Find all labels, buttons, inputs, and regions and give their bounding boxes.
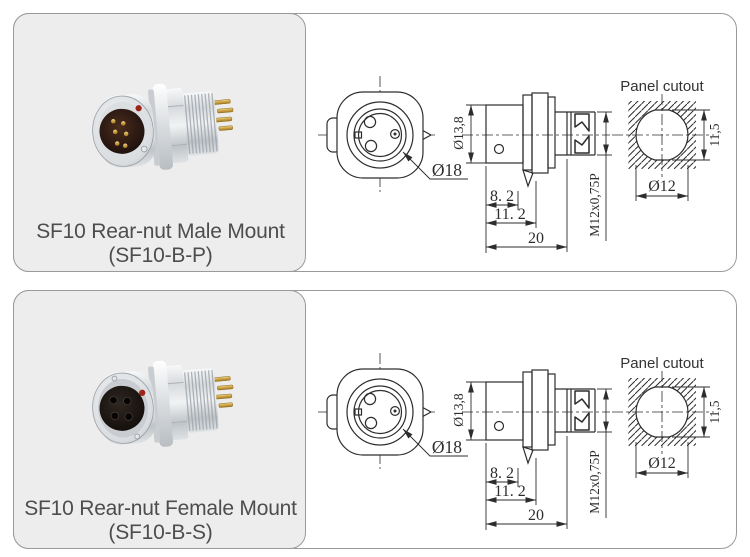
cutout-height-label: 11,5 [707, 400, 722, 423]
pin-recess [99, 108, 145, 154]
product-code: (SF10-B-S) [108, 521, 213, 544]
photo-panel: SF10 Rear-nut Male Mount (SF10-B-P) [13, 13, 306, 272]
female-connector-render [92, 360, 234, 447]
vent-hole [493, 420, 505, 432]
side-screw-top [111, 375, 118, 382]
rear-nut-claw-bottom [574, 135, 590, 154]
photo-panel: SF10 Rear-nut Female Mount (SF10-B-S) [13, 290, 306, 549]
thread-ridges [183, 369, 218, 431]
panel-cutout-view: Panel cutout Ø12 11,5 [612, 78, 722, 201]
product-photo-female [92, 360, 234, 447]
panel-cutout-view: Panel cutout Ø12 11,5 [612, 355, 722, 478]
thread-spec-label: M12x0,75P [587, 173, 602, 236]
flange-tab [522, 446, 534, 465]
male-connector-render [92, 83, 234, 170]
mounting-flange [531, 92, 549, 174]
cutout-hole [635, 109, 689, 161]
rear-nut-claw-bottom [574, 412, 590, 431]
connector-body-outline [336, 91, 424, 179]
panel-cutout-label: Panel cutout [620, 355, 704, 372]
dim-total-label: 20 [528, 507, 544, 524]
solder-pins [212, 376, 234, 408]
body-diameter-label: Ø13,8 [451, 116, 466, 150]
drawing-area: Ø18 Ø13,8 M [310, 290, 737, 547]
diameter-leader-line [402, 428, 468, 457]
technical-drawing: Ø18 Ø13,8 M [318, 353, 722, 530]
flange-disc [152, 83, 173, 170]
cutout-diameter-label: Ø12 [648, 455, 676, 472]
cutout-hole [635, 386, 689, 438]
side-view-dimensions: Ø13,8 M12x0,75P 8. 2 11. 2 20 [451, 381, 612, 530]
key-notch [354, 408, 363, 416]
key-notch [354, 131, 363, 139]
side-view [462, 92, 610, 188]
cutout-diameter-label: Ø12 [648, 178, 676, 195]
socket-insert [99, 385, 145, 431]
flange-disc [152, 360, 173, 447]
thread-ridges [183, 92, 218, 154]
product-title-block: SF10 Rear-nut Male Mount (SF10-B-P) [14, 220, 307, 268]
pin-3 [389, 405, 400, 416]
dim-body-flange-label: 11. 2 [494, 206, 525, 223]
orientation-dot [139, 389, 146, 396]
connector-body-outline [336, 368, 424, 456]
technical-drawing: Ø18 Ø13,8 M [318, 76, 722, 253]
mounting-flange [531, 369, 549, 451]
body-diameter-label: Ø13,8 [451, 393, 466, 427]
diameter-leader-line [402, 151, 468, 180]
panel-hatching [628, 378, 696, 446]
front-view: Ø18 [318, 353, 468, 469]
side-screw-bottom [134, 433, 141, 440]
rear-nut-claw-top [574, 390, 590, 409]
panel-hatching [628, 101, 696, 169]
product-card-male: SF10 Rear-nut Male Mount (SF10-B-P) Ø1 [13, 13, 737, 272]
product-title: SF10 Rear-nut Female Mount [24, 497, 297, 520]
pin-1 [363, 392, 377, 406]
dim-total-label: 20 [528, 230, 544, 247]
product-title-block: SF10 Rear-nut Female Mount (SF10-B-S) [14, 497, 307, 545]
dim-rear-body-label: 8. 2 [490, 465, 514, 482]
pin-2 [364, 139, 378, 153]
rear-body [485, 104, 524, 164]
side-screw [140, 145, 148, 153]
front-view: Ø18 [318, 76, 468, 192]
front-diameter-label: Ø18 [432, 160, 462, 180]
vent-hole [493, 143, 505, 155]
panel-cutout-label: Panel cutout [620, 78, 704, 95]
rear-nut-claw-top [574, 113, 590, 132]
orientation-dot [135, 105, 142, 112]
contact-pins [111, 119, 129, 149]
product-title: SF10 Rear-nut Male Mount [36, 220, 285, 243]
front-diameter-label: Ø18 [432, 437, 462, 457]
pin-1 [363, 115, 377, 129]
socket-holes [109, 396, 133, 421]
side-view [462, 369, 610, 465]
flange-tab [522, 169, 534, 188]
product-card-female: SF10 Rear-nut Female Mount (SF10-B-S) [13, 290, 737, 549]
thread-spec-label: M12x0,75P [587, 450, 602, 513]
drawing-area: Ø18 Ø13,8 M [310, 13, 737, 270]
product-photo-male [92, 83, 234, 170]
dim-rear-body-label: 8. 2 [490, 188, 514, 205]
dim-body-flange-label: 11. 2 [494, 483, 525, 500]
rear-body [485, 381, 524, 441]
product-code: (SF10-B-P) [108, 244, 213, 267]
cutout-height-label: 11,5 [707, 123, 722, 146]
side-view-dimensions: Ø13,8 M12x0,75P 8. 2 11. 2 20 [451, 104, 612, 253]
pin-3 [389, 128, 400, 139]
solder-pins [212, 99, 234, 131]
pin-2 [364, 416, 378, 430]
